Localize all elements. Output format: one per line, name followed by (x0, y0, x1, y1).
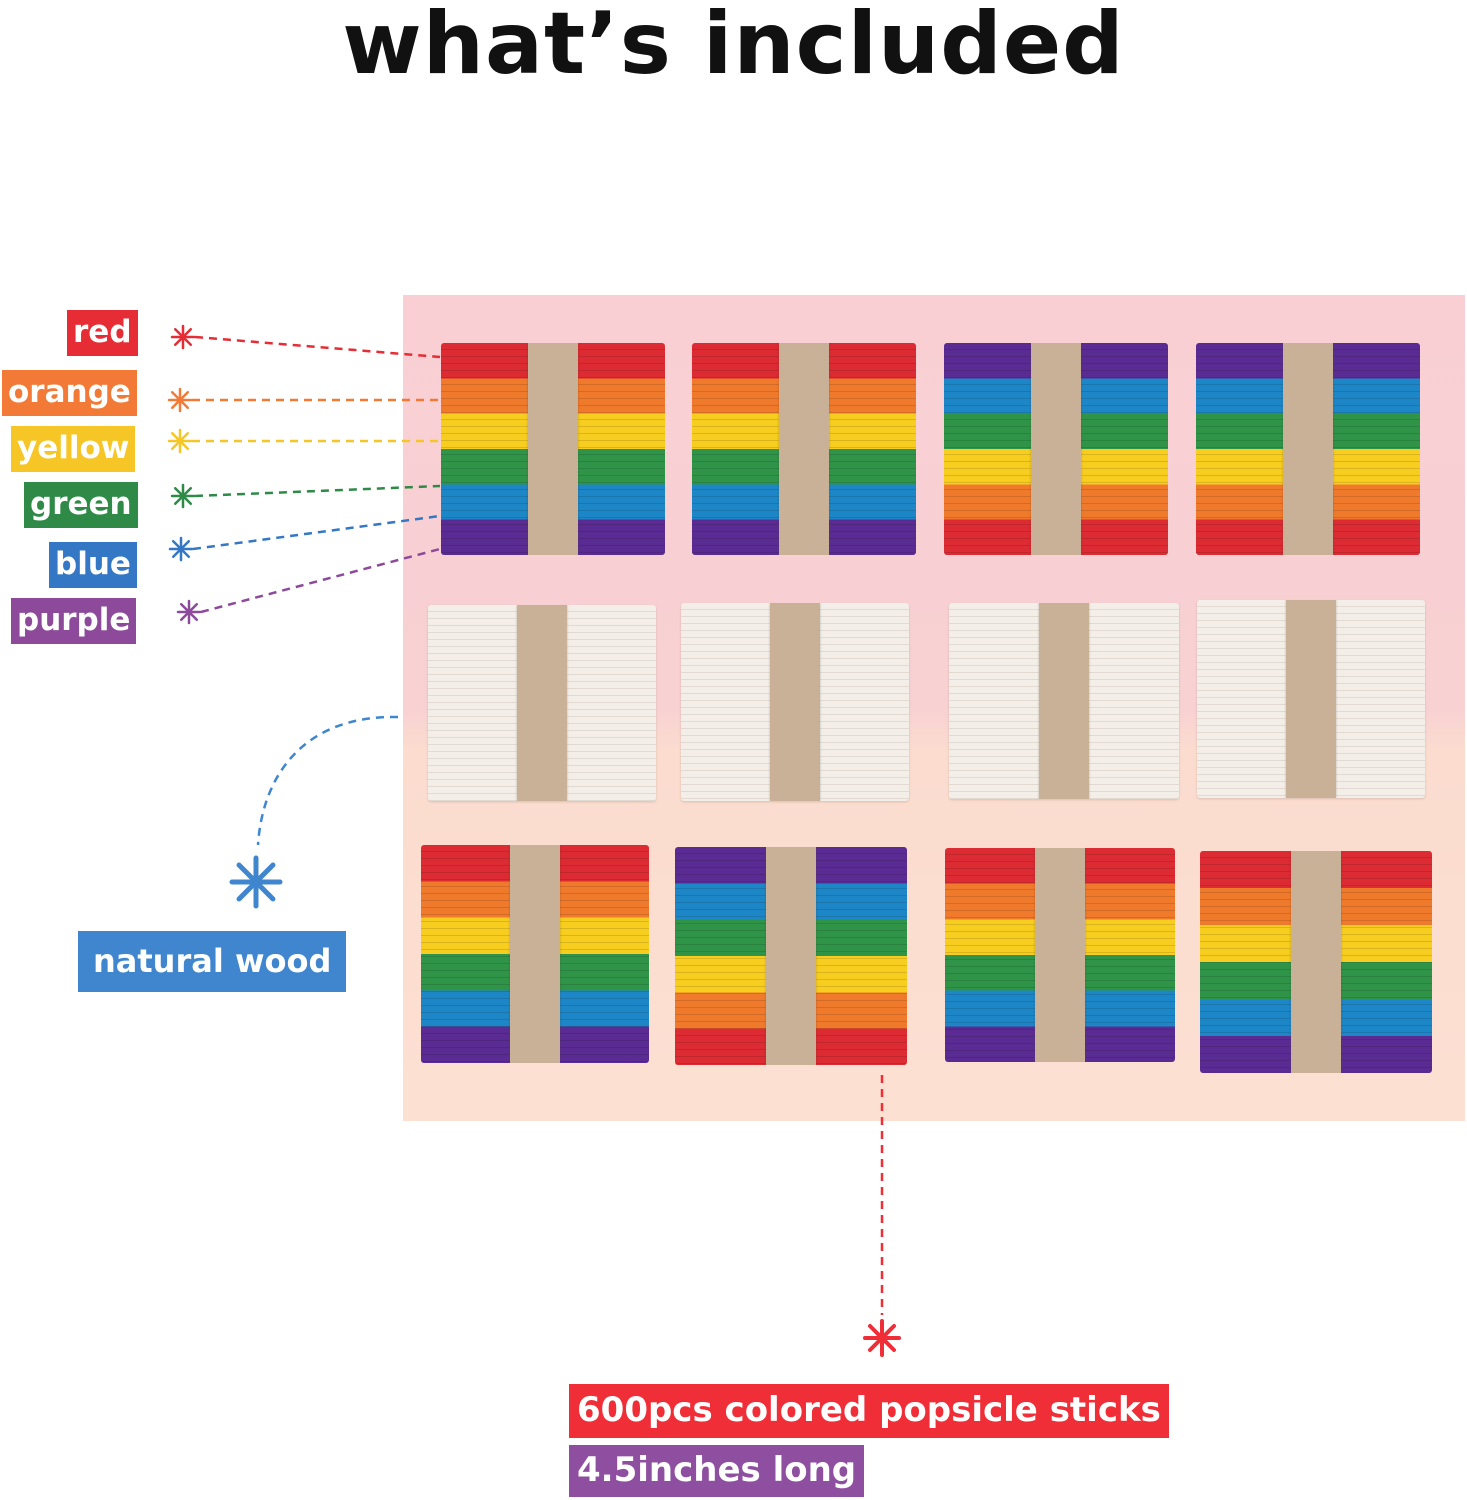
paper-band (1283, 343, 1333, 555)
legend-label-yellow: yellow (11, 426, 136, 472)
legend-label-orange: orange (2, 370, 137, 416)
connector-red (194, 335, 441, 359)
legend-label-blue: blue (49, 542, 137, 588)
paper-band (779, 343, 829, 555)
asterisk-icon (167, 387, 193, 413)
legend-label-green: green (24, 482, 138, 528)
connector-purple (200, 547, 441, 614)
stick-bundle-natural (1197, 600, 1425, 798)
paper-band (1035, 848, 1085, 1062)
stick-length-label: 4.5inches long (569, 1445, 865, 1497)
stick-bundle-natural (949, 603, 1179, 799)
paper-band (766, 847, 816, 1065)
paper-band (528, 343, 578, 555)
stick-bundle-colored (945, 848, 1175, 1062)
product-photo (403, 295, 1465, 1121)
stick-bundle-colored (421, 845, 649, 1063)
stick-bundle-colored (944, 343, 1168, 555)
connector-blue (192, 514, 441, 551)
stick-bundle-colored (675, 847, 907, 1065)
asterisk-icon (229, 855, 283, 909)
asterisk-icon (863, 1319, 901, 1357)
stick-bundle-colored (1196, 343, 1420, 555)
product-count-label: 600pcs colored popsicle sticks (569, 1384, 1169, 1438)
stick-bundle-natural (428, 605, 656, 801)
stick-bundle-natural (681, 603, 909, 801)
paper-band (510, 845, 560, 1063)
asterisk-icon (176, 599, 202, 625)
page-title: what’s included (342, 0, 1125, 94)
asterisk-icon (168, 536, 194, 562)
paper-band (1031, 343, 1081, 555)
paper-band (1291, 851, 1341, 1073)
legend-label-purple: purple (11, 598, 137, 644)
natural-wood-label: natural wood (78, 931, 347, 992)
stick-bundle-colored (1200, 851, 1432, 1073)
connector-natural-wood (256, 715, 399, 846)
legend-label-red: red (67, 310, 138, 356)
connector-green (194, 484, 441, 498)
asterisk-icon (170, 324, 196, 350)
stick-bundle-colored (692, 343, 916, 555)
asterisk-icon (170, 483, 196, 509)
asterisk-icon (167, 428, 193, 454)
stick-bundle-colored (441, 343, 665, 555)
